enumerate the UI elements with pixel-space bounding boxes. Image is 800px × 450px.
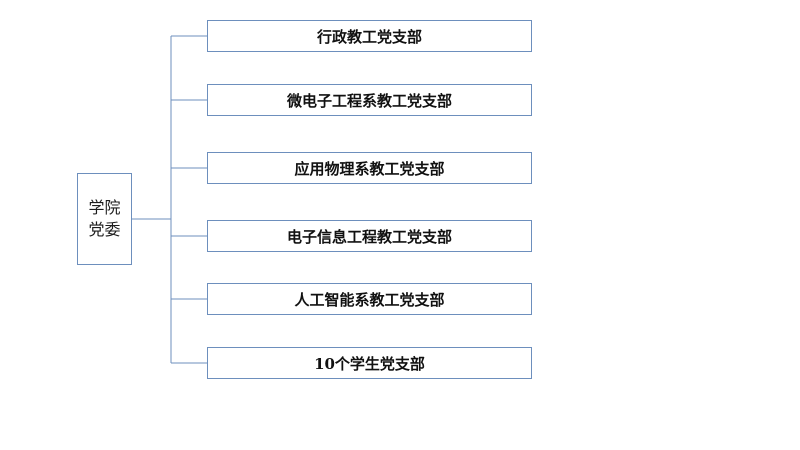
- branch-label: 人工智能系教工党支部: [294, 290, 445, 309]
- branch-label: 10个学生党支部: [314, 354, 425, 373]
- root-node: 学院党委: [77, 173, 132, 265]
- branch-node: 微电子工程系教工党支部: [207, 84, 532, 116]
- branch-label: 微电子工程系教工党支部: [286, 91, 452, 110]
- branch-label: 电子信息工程教工党支部: [286, 227, 452, 246]
- branch-node: 人工智能系教工党支部: [207, 283, 532, 315]
- branch-label: 应用物理系教工党支部: [294, 159, 445, 178]
- branch-label: 行政教工党支部: [316, 27, 422, 46]
- branch-node: 电子信息工程教工党支部: [207, 220, 532, 252]
- branch-node: 行政教工党支部: [207, 20, 532, 52]
- root-label: 学院党委: [88, 198, 121, 239]
- branch-node: 10个学生党支部: [207, 347, 532, 379]
- branch-node: 应用物理系教工党支部: [207, 152, 532, 184]
